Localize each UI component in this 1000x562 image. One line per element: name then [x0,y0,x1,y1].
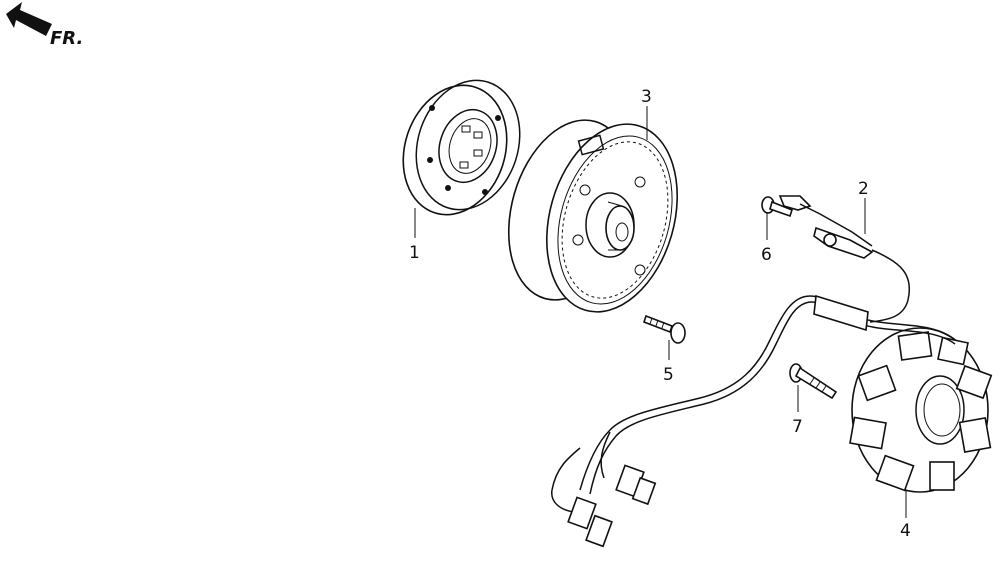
part-2-pulse-generator [778,195,911,323]
leader-lines [414,106,907,518]
part-label-3: 3 [641,87,652,107]
part-label-4: 4 [900,521,911,541]
wire-harness [551,294,956,548]
front-direction-arrow-icon [6,2,52,36]
part-3-flywheel [507,119,679,313]
direction-label: FR. [50,28,83,49]
part-5-flywheel-bolt [642,314,686,344]
part-label-2: 2 [858,179,869,199]
part-label-1: 1 [409,243,420,263]
part-label-7: 7 [792,417,803,437]
part-7-stator-bolt [789,363,838,400]
part-label-5: 5 [663,365,674,385]
part-label-6: 6 [761,245,772,265]
part-4-stator [849,327,993,493]
part-6-bolt [761,196,793,218]
front-direction-indicator: FR. [6,2,83,49]
part-1-clutch-ring [402,79,521,216]
